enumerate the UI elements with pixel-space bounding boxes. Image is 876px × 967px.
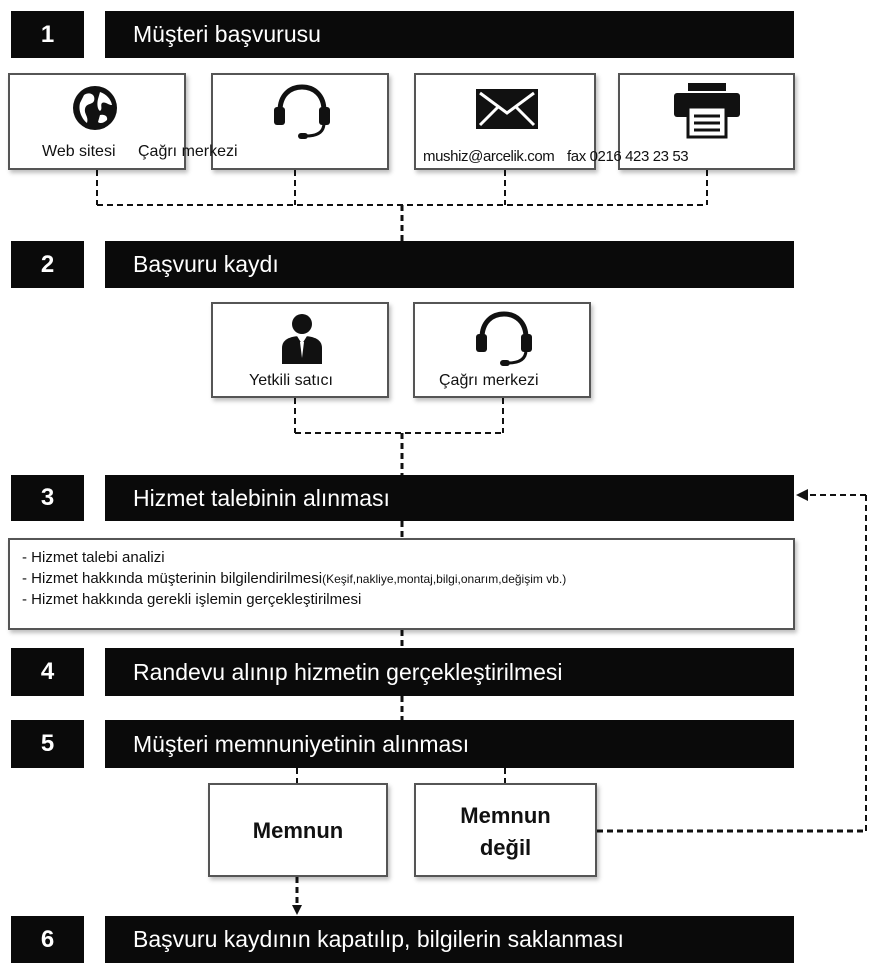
satisfied-box: Memnun [208,783,388,877]
step-6-number: 6 [11,916,84,963]
registration-dealer-label: Yetkili satıcı [249,372,333,389]
analysis-line-3: - Hizmet hakkında gerekli işlemin gerçek… [22,591,362,608]
registration-callcenter-box: Çağrı merkezi [413,302,591,398]
satisfied-label: Memnun [252,818,344,843]
not-satisfied-label-1: Memnun [460,803,551,828]
service-analysis-box: - Hizmet talebi analizi - Hizmet hakkınd… [8,538,795,630]
step-4-title: Randevu alınıp hizmetin gerçekleştirilme… [105,648,794,696]
step-1-title: Müşteri başvurusu [105,11,794,58]
headset-icon [274,84,330,139]
channel-callcenter-label: Çağrı merkezi [138,143,238,160]
channel-web-box [8,73,186,170]
headset-icon [476,311,532,366]
globe-icon [73,86,117,130]
not-satisfied-box: Memnun değil [414,783,597,877]
analysis-line-2-detail: (Keşif,nakliye,montaj,bilgi,onarım,değiş… [322,572,567,586]
step-3-number: 3 [11,475,84,521]
step-3-title: Hizmet talebinin alınması [105,475,794,521]
registration-callcenter-label: Çağrı merkezi [439,372,539,389]
step-5-number: 5 [11,720,84,768]
analysis-line-1: - Hizmet talebi analizi [22,549,165,566]
analysis-line-2-main: - Hizmet hakkında müşterinin bilgilendir… [22,570,323,587]
channel-fax-label: fax 0216 423 23 53 [567,148,689,165]
channel-callcenter-box [211,73,389,170]
registration-dealer-box: Yetkili satıcı [211,302,389,398]
fax-icon [674,83,740,139]
step-2-number: 2 [11,241,84,288]
not-satisfied-label-2: değil [479,835,532,860]
channel-fax-box [618,73,795,170]
channel-email-box [414,73,596,170]
step-5-title: Müşteri memnuniyetinin alınması [105,720,794,768]
step-2-title: Başvuru kaydı [105,241,794,288]
envelope-icon [476,89,538,129]
step-1-number: 1 [11,11,84,58]
person-icon [282,314,322,364]
channel-email-label: mushiz@arcelik.com [423,148,555,165]
analysis-line-2: - Hizmet hakkında müşterinin bilgilendir… [22,570,781,587]
step-6-title: Başvuru kaydının kapatılıp, bilgilerin s… [105,916,794,963]
channel-web-label: Web sitesi [42,143,116,160]
step-4-number: 4 [11,648,84,696]
